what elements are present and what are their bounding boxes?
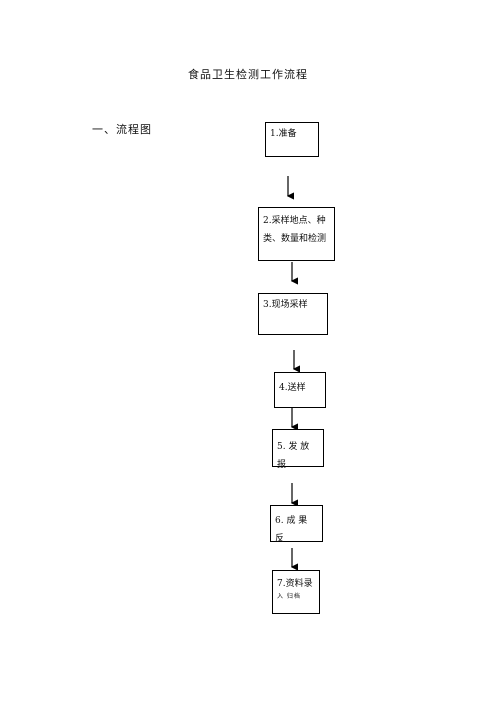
flow-step-2-line2: 类、数量和检测 bbox=[263, 234, 327, 244]
page-title: 食品卫生检测工作流程 bbox=[188, 68, 308, 81]
section-heading: 一、流程图 bbox=[92, 123, 152, 136]
flow-step-5-label: 5. 发 放 报 bbox=[277, 442, 310, 470]
flow-step-6-label: 6. 成 果 反 bbox=[275, 516, 308, 544]
flow-step-4-label: 4.送样 bbox=[279, 383, 306, 393]
flow-step-7-line2: 入 归档 bbox=[277, 593, 301, 600]
flow-step-1: 1.准备 bbox=[265, 122, 319, 157]
flow-step-5: 5. 发 放 报 bbox=[272, 429, 324, 470]
flow-step-1-label: 1.准备 bbox=[270, 129, 297, 139]
flow-step-6: 6. 成 果 反 bbox=[270, 505, 323, 544]
flow-step-2-line1: 2.采样地点、种 bbox=[263, 216, 326, 226]
flow-step-7-line1: 7.资料录 bbox=[277, 579, 313, 589]
flow-step-3: 3.现场采样 bbox=[258, 293, 328, 335]
flow-step-2: 2.采样地点、种 类、数量和检测 bbox=[258, 207, 335, 261]
flow-step-7: 7.资料录 入 归档 bbox=[272, 570, 320, 614]
flow-step-3-label: 3.现场采样 bbox=[263, 300, 308, 310]
flow-step-4: 4.送样 bbox=[274, 372, 326, 408]
